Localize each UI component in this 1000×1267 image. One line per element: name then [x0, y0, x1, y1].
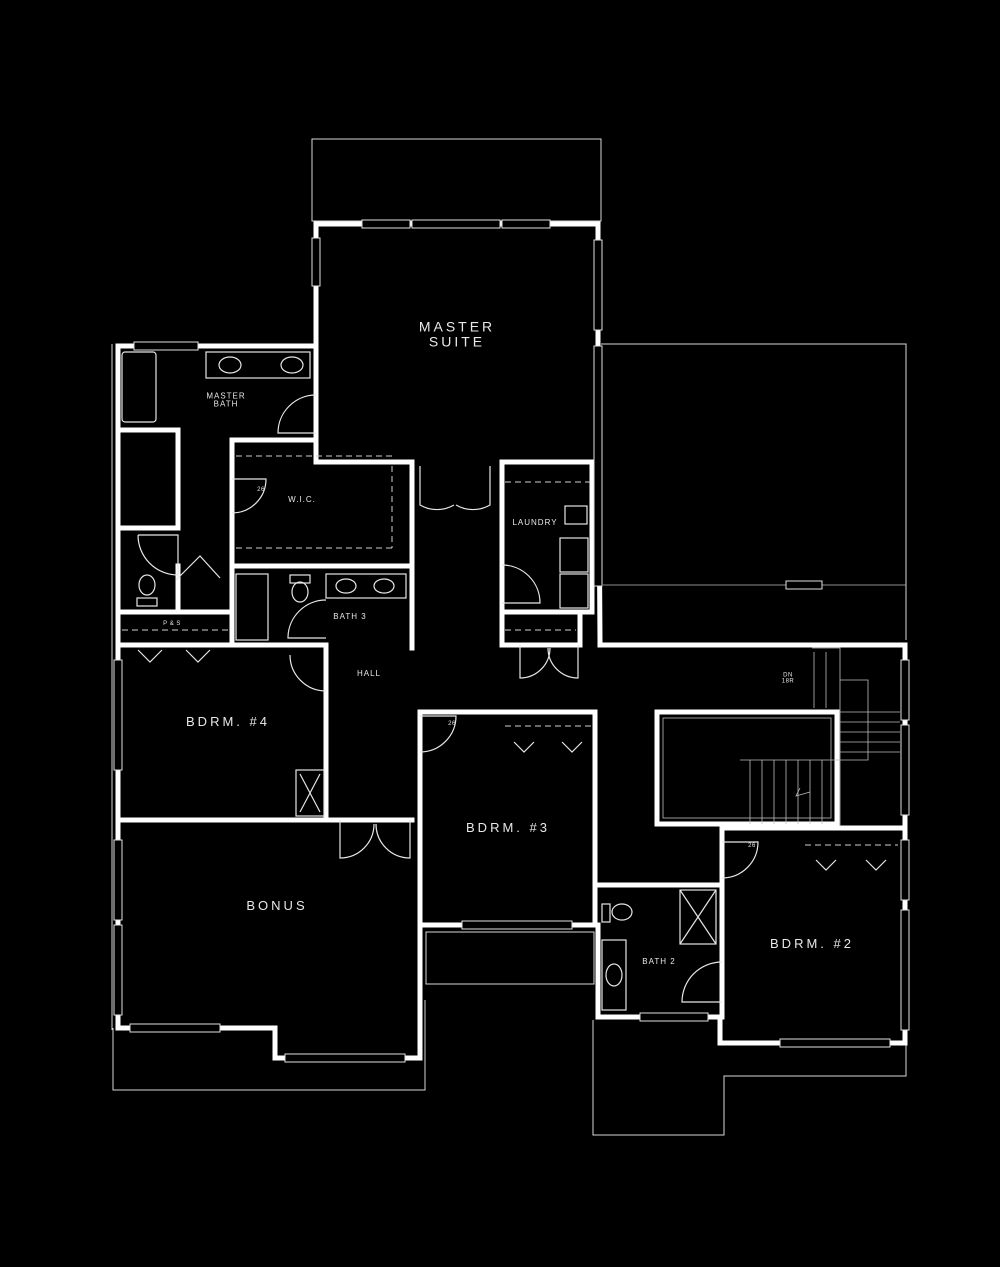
stair [662, 647, 900, 826]
master-tub [121, 351, 157, 423]
interior-walls [115, 343, 908, 1020]
door-swings [137, 394, 887, 1003]
room-label-bath-2: BATH 2 [642, 956, 676, 966]
room-label-hall: HALL [356, 668, 382, 678]
bath2-shower [679, 889, 717, 945]
bath3-vanity [325, 573, 407, 599]
covered-porch-outline [425, 931, 595, 985]
master-balcony-outline [311, 138, 602, 222]
door-size-wic: 26 [257, 486, 265, 493]
room-label-wic: W.I.C. [288, 494, 316, 504]
closet-rods [122, 455, 898, 846]
room-label-bdrm-2: BDRM. #2 [770, 936, 854, 952]
stair-annotation: DN 18R [781, 672, 795, 685]
master-toilet [138, 574, 156, 596]
double-vanity [205, 351, 311, 379]
room-label-bdrm-3: BDRM. #3 [466, 820, 550, 836]
bath2-toilet [611, 903, 633, 921]
east-roof-outline [601, 343, 907, 640]
bath3-toilet [291, 581, 309, 603]
room-label-bonus: BONUS [246, 898, 308, 914]
exterior-walls [115, 221, 908, 1061]
bath2-vanity [601, 939, 627, 1011]
south-roof-outline [592, 1020, 907, 1136]
bath3-tub [235, 573, 269, 641]
door-size-bdrm2: 26 [748, 842, 756, 849]
washer [559, 537, 589, 573]
laundry-sink [564, 505, 588, 525]
bonus-deck-outline [112, 1000, 426, 1091]
room-label-laundry: LAUNDRY [512, 517, 558, 527]
dryer [559, 573, 589, 609]
room-label-master-bath: MASTER BATH [206, 391, 246, 409]
room-label-bdrm-4: BDRM. #4 [186, 714, 270, 730]
door-size-bdrm3: 26 [448, 720, 456, 727]
windows [113, 219, 910, 1063]
room-label-master-suite: MASTER SUITE [418, 318, 496, 349]
room-label-pands: P & S [163, 620, 181, 627]
room-label-bath-3: BATH 3 [333, 611, 367, 621]
fixtures [121, 351, 717, 1011]
linen-shaft [295, 769, 325, 817]
